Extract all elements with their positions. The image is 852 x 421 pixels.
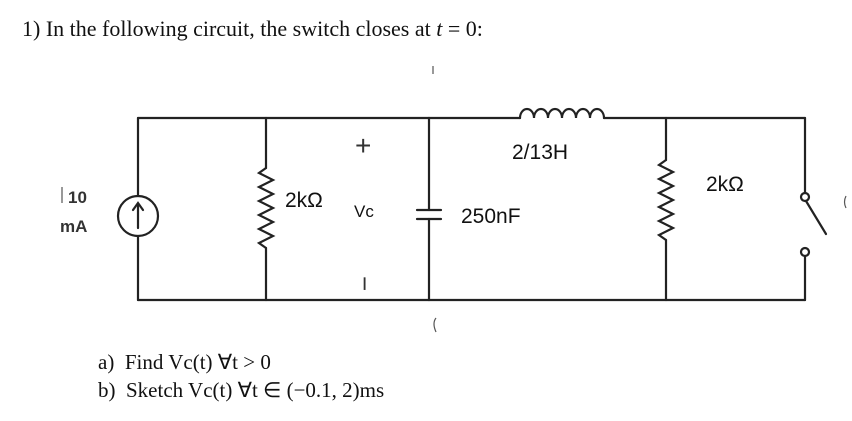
inductor-label: 2/13H <box>512 141 568 164</box>
part-b-text: Sketch Vc(t) ∀t ∈ (−0.1, 2)ms <box>126 378 385 402</box>
vc-minus-sign: − <box>350 276 380 291</box>
inductor <box>518 107 606 120</box>
question-text-prefix: In the following circuit, the switch clo… <box>45 16 437 41</box>
stray-mark-bottom <box>433 317 437 333</box>
switch-blade <box>804 199 828 236</box>
vc-label: Vc <box>354 202 374 221</box>
part-a: a) Find Vc(t) ∀t > 0 <box>98 348 384 376</box>
part-b-letter: b) <box>98 378 116 402</box>
resistor-right <box>656 158 676 242</box>
resistor-left-label: 2kΩ <box>285 189 323 212</box>
question-text-suffix: = 0: <box>442 16 483 41</box>
switch-contact-top <box>799 191 811 203</box>
part-a-letter: a) <box>98 350 115 374</box>
part-a-text: Find Vc(t) ∀t > 0 <box>124 350 271 374</box>
question-title: 1) In the following circuit, the switch … <box>22 16 483 42</box>
source-value-label: 10 <box>68 188 87 207</box>
switch-contact-bottom <box>799 246 811 258</box>
resistor-left <box>256 166 276 250</box>
capacitor-label: 250nF <box>461 205 521 228</box>
resistor-right-label: 2kΩ <box>706 173 744 196</box>
question-number: 1) <box>22 16 41 41</box>
stray-mark-right <box>843 195 847 209</box>
question-t-var: t <box>436 16 443 41</box>
vc-plus-sign: + <box>355 130 371 161</box>
current-source-arrow-head <box>131 201 145 212</box>
part-b: b) Sketch Vc(t) ∀t ∈ (−0.1, 2)ms <box>98 376 384 404</box>
current-source-circle <box>116 194 160 238</box>
source-unit-label: mA <box>60 217 87 236</box>
question-parts: a) Find Vc(t) ∀t > 0 b) Sketch Vc(t) ∀t … <box>98 348 384 404</box>
